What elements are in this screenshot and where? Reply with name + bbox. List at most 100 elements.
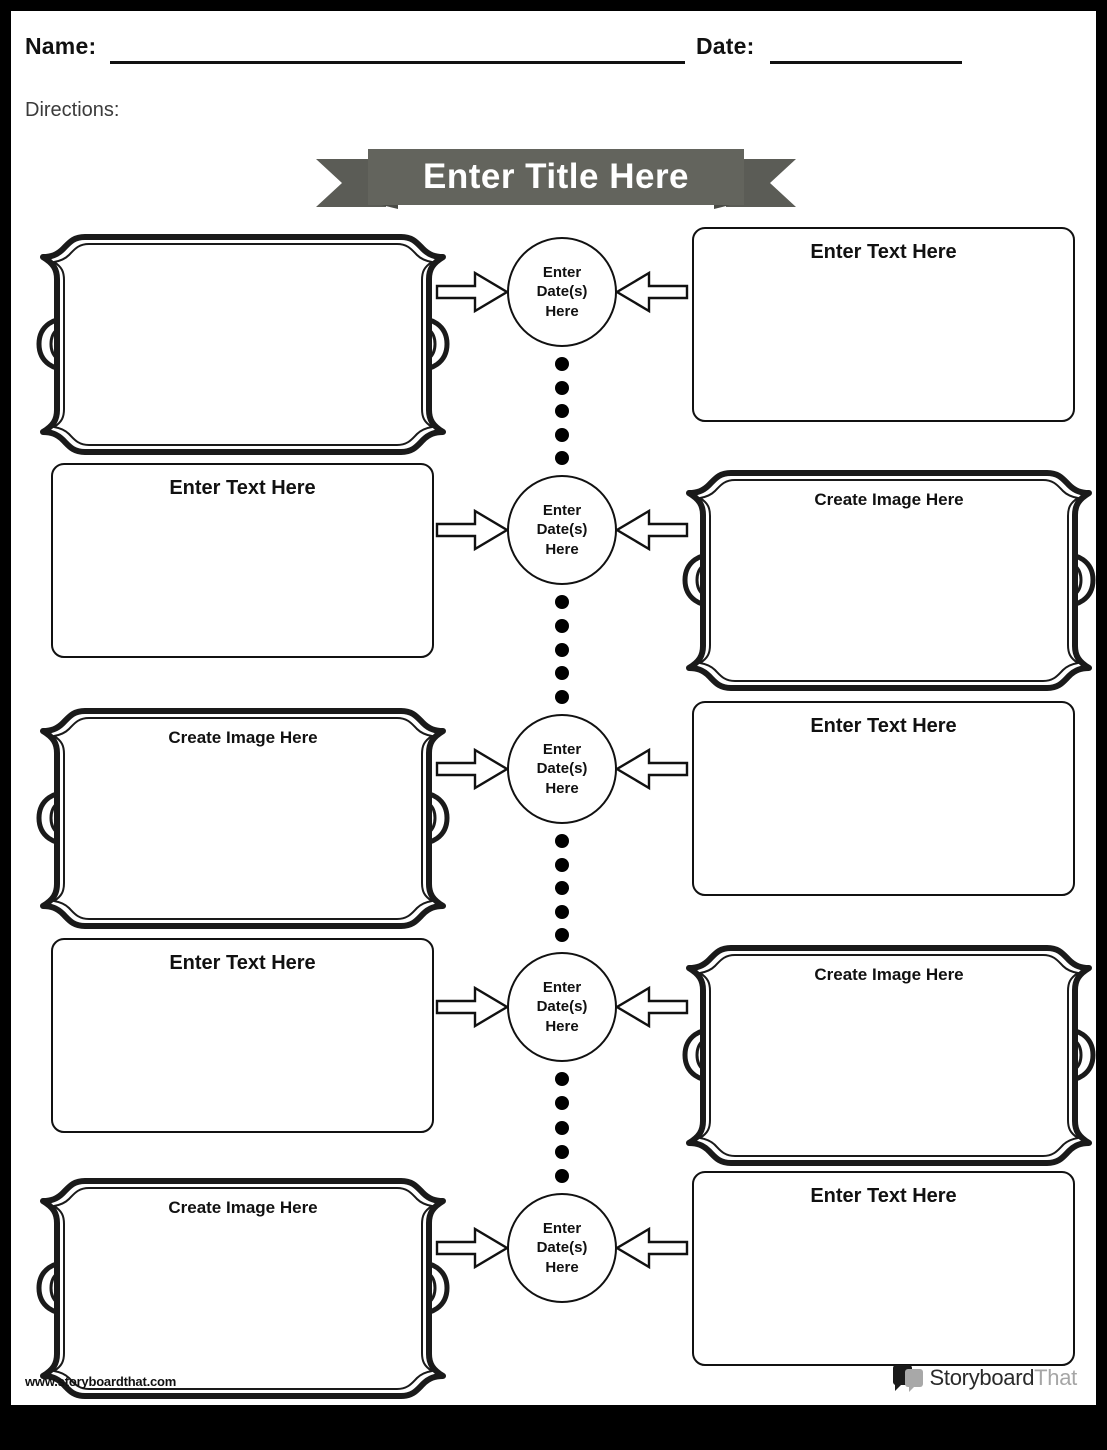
date-circle-line: Enter — [542, 979, 582, 997]
arrow-right-icon — [435, 984, 509, 1030]
title-text: Enter Title Here — [422, 157, 690, 196]
connector-dot — [555, 904, 569, 919]
arrow-right-icon — [435, 1225, 509, 1271]
arrow-left-icon — [615, 507, 689, 553]
connector-dot — [555, 857, 569, 872]
date-circle-line: Date(s) — [536, 1239, 588, 1257]
connector-dot — [555, 618, 569, 633]
date-circle-line: Here — [545, 1017, 579, 1035]
arrow-right-icon — [435, 507, 509, 553]
text-placeholder-label: Enter Text Here — [810, 1185, 957, 1207]
arrow-right-icon — [435, 269, 509, 315]
text-placeholder-box[interactable]: Enter Text Here — [692, 227, 1075, 422]
arrow-left-icon — [615, 984, 689, 1030]
connector-dot — [555, 427, 569, 442]
image-placeholder-label: Create Image Here — [814, 490, 964, 509]
connector-dot — [555, 595, 569, 609]
date-circle-line: Date(s) — [536, 521, 588, 539]
arrow-left-icon — [615, 746, 689, 792]
date-input-line[interactable] — [770, 61, 962, 64]
dotted-connector — [555, 595, 569, 704]
connector-dot — [555, 357, 569, 371]
text-placeholder-label: Enter Text Here — [169, 952, 316, 974]
worksheet-footer: www.storyboardthat.com StoryboardThat — [11, 1353, 1096, 1405]
text-placeholder-box[interactable]: Enter Text Here — [51, 463, 434, 658]
connector-dot — [555, 666, 569, 681]
ribbon-body: Enter Title Here — [368, 149, 744, 205]
arrow-left-icon — [615, 269, 689, 315]
worksheet-header: Name: Date: — [11, 11, 1096, 69]
text-placeholder-label: Enter Text Here — [169, 477, 316, 499]
date-circle-line: Date(s) — [536, 283, 588, 301]
rounded-box-border — [51, 463, 434, 658]
date-label: Date: — [696, 33, 755, 59]
logo-wordmark: StoryboardThat — [929, 1365, 1078, 1391]
logo-word-sub: That — [1034, 1365, 1077, 1390]
image-placeholder-frame[interactable]: Create Image Here — [33, 701, 453, 936]
ornate-frame-border — [679, 938, 1096, 1173]
footer-url[interactable]: www.storyboardthat.com — [25, 1374, 177, 1389]
arrow-right-icon — [435, 746, 509, 792]
title-banner[interactable]: Enter Title Here — [316, 149, 796, 217]
image-placeholder-label: Create Image Here — [814, 965, 964, 984]
connector-dot — [555, 1120, 569, 1135]
worksheet-page: Name: Date: Directions: Enter Title Here… — [11, 11, 1096, 1405]
name-input-line[interactable] — [110, 61, 685, 64]
name-label: Name: — [25, 33, 97, 59]
date-circle-line: Enter — [542, 502, 582, 520]
rounded-box-border — [692, 1171, 1075, 1366]
connector-dot — [555, 642, 569, 657]
dotted-connector — [555, 357, 569, 465]
directions-label: Directions: — [25, 99, 120, 121]
date-circle-line: Enter — [542, 1220, 582, 1238]
date-circle-line: Date(s) — [536, 998, 588, 1016]
rounded-box-border — [692, 227, 1075, 422]
connector-dot — [555, 1072, 569, 1086]
rounded-box-border — [51, 938, 434, 1133]
rounded-box-border — [692, 701, 1075, 896]
text-placeholder-label: Enter Text Here — [810, 241, 957, 263]
ornate-frame-border — [33, 701, 453, 936]
text-placeholder-box[interactable]: Enter Text Here — [692, 701, 1075, 896]
ornate-frame-border — [33, 1171, 453, 1405]
dotted-connector — [555, 834, 569, 942]
text-placeholder-box[interactable]: Enter Text Here — [51, 938, 434, 1133]
logo-word-main: Storyboard — [929, 1365, 1035, 1390]
image-placeholder-frame[interactable]: Create Image Here — [33, 1171, 453, 1405]
date-circle-line: Here — [545, 302, 579, 320]
connector-dot — [555, 881, 569, 895]
connector-dot — [555, 404, 569, 418]
connector-dot — [555, 928, 569, 942]
image-placeholder-label: Create Image Here — [168, 728, 318, 747]
image-placeholder-label: Create Image Here — [168, 1198, 318, 1217]
date-circle-line: Enter — [542, 741, 582, 759]
connector-dot — [555, 380, 569, 395]
image-placeholder-frame[interactable]: Create Image Here — [679, 938, 1096, 1173]
date-circle-line: Here — [545, 1258, 579, 1276]
date-circle-line: Enter — [542, 264, 582, 282]
date-circle-line: Date(s) — [536, 760, 588, 778]
ornate-frame-border — [679, 463, 1096, 698]
speech-bubbles-icon — [892, 1365, 923, 1392]
connector-dot — [555, 1144, 569, 1159]
dotted-connector — [555, 1072, 569, 1183]
connector-dot — [555, 834, 569, 848]
text-placeholder-label: Enter Text Here — [810, 715, 957, 737]
text-placeholder-box[interactable]: Enter Text Here — [692, 1171, 1075, 1366]
image-placeholder-frame[interactable]: Create Image Here — [679, 463, 1096, 698]
date-circle-line: Here — [545, 540, 579, 558]
storyboardthat-logo: StoryboardThat — [892, 1365, 1078, 1392]
ornate-frame-border — [33, 227, 453, 462]
connector-dot — [555, 1169, 569, 1183]
connector-dot — [555, 451, 569, 465]
date-circle-line: Here — [545, 779, 579, 797]
connector-dot — [555, 690, 569, 704]
image-placeholder-frame[interactable] — [33, 227, 453, 462]
arrow-left-icon — [615, 1225, 689, 1271]
